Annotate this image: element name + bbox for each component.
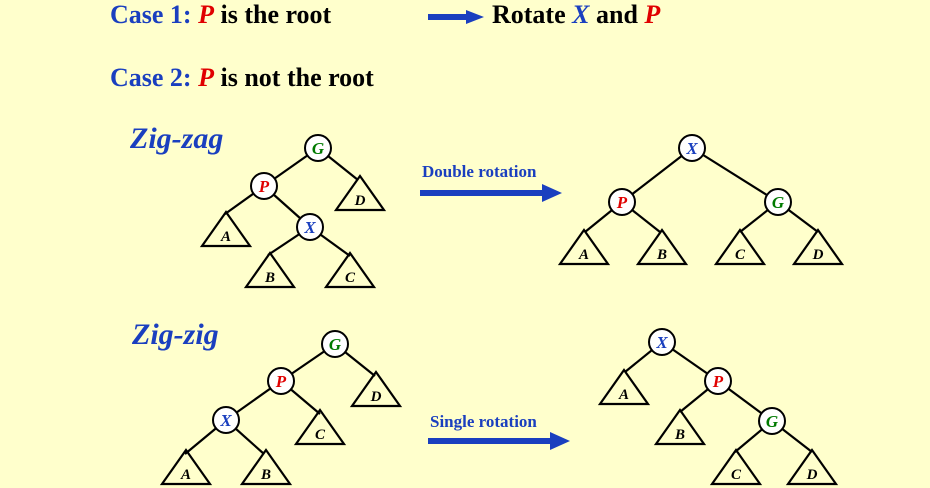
zigzag-before-subtree-b-label: B [264,270,275,286]
zigzag-after-node-g-label: G [772,193,785,212]
case2-node-p: P [198,63,214,92]
zigzig-after-node-p-circle [704,367,732,395]
case2-line: Case 2: P is not the root [110,63,374,93]
zigzag-after-subtree-d-label: D [812,247,824,263]
zigzag-arrow-shaft [420,190,544,196]
zigzig-after-node-x-circle [648,328,676,356]
zigzag-after-node-p-label: P [616,193,628,212]
zigzag-before-subtree-a-label: A [220,229,231,245]
zigzig-after-node-g-circle [758,407,786,435]
zigzag-after-node-x-label: X [685,139,698,158]
zigzig-arrow-shaft [428,438,552,444]
zigzig-arrow-head [550,432,570,450]
zigzig-before-node-g-label: G [329,335,342,354]
zigzag-before-subtree-a-triangle [199,210,253,248]
case1-arrow [428,10,484,24]
zigzag-before-node-g-circle [304,134,332,162]
zigzag-before-subtree-c-triangle [323,251,377,289]
zigzig-before-subtree-a-triangle [159,448,213,486]
zigzag-title: Zig-zag [130,122,224,155]
zigzag-after-subtree-a-label: A [578,247,589,263]
zigzag-after-edge-x-p [621,147,693,203]
case1-action-p: P [644,0,661,29]
zigzig-after-node-g-label: G [766,412,779,431]
zigzag-before-node-p-circle [250,172,278,200]
zigzig-arrow-label: Single rotation [430,412,537,431]
zigzag-after-node-g-circle [764,188,792,216]
zigzig-after-subtree-d-triangle [785,448,839,486]
zigzag-after-subtree-c-triangle [713,228,767,266]
zigzag-before-subtree-c-label: C [345,270,356,286]
zigzag-after-node-p-circle [608,188,636,216]
zigzag-before-subtree-d-label: D [354,193,366,209]
zigzag-after-subtree-b-triangle [635,228,689,266]
case1-action: Rotate X and P [492,0,660,30]
zigzag-arrow-label: Double rotation [422,162,537,181]
case1-action-and: and [595,0,638,29]
zigzig-before-subtree-d-label: D [370,389,382,405]
zigzig-before-node-x-label: X [219,411,232,430]
zigzag-before-node-x-circle [296,213,324,241]
zigzag-after-subtree-c-label: C [735,247,746,263]
zigzig-before-subtree-b-label: B [260,467,271,483]
zigzig-before-node-x-circle [212,406,240,434]
zigzag-before-node-g-label: G [312,139,325,158]
zigzig-before-subtree-d-triangle [349,370,403,408]
zigzig-after-subtree-b-label: B [674,427,685,443]
zigzag-after-edge-x-g [691,147,779,203]
zigzig-after-subtree-d-label: D [806,467,818,483]
zigzag-arrow-head [542,184,562,202]
zigzig-after-subtree-c-label: C [731,467,742,483]
case2-text: is not the root [220,63,374,92]
zigzig-after-subtree-b-triangle [653,408,707,446]
zigzig-title: Zig-zig [132,318,219,351]
case1-node-p: P [198,0,214,29]
zigzag-after-subtree-d-triangle [791,228,845,266]
zigzig-after-node-x-label: X [655,333,668,352]
zigzag-before-subtree-b-triangle [243,251,297,289]
zigzig-before-node-g-circle [321,330,349,358]
zigzig-before-subtree-a-label: A [180,467,191,483]
zigzag-after-node-x-circle [678,134,706,162]
case1-action-x: X [572,0,590,29]
case1-text: is the root [220,0,332,29]
zigzig-before-subtree-b-triangle [239,448,293,486]
case1-line: Case 1: P is the root [110,0,331,30]
zigzig-after-subtree-a-label: A [618,387,629,403]
case2-label: Case 2: [110,63,192,92]
zigzig-before-node-p-circle [267,367,295,395]
zigzig-before-subtree-c-triangle [293,408,347,446]
zigzig-after-subtree-a-triangle [597,368,651,406]
case1-action-word: Rotate [492,0,566,29]
zigzag-before-node-p-label: P [258,177,270,196]
case1-label: Case 1: [110,0,192,29]
zigzig-after-node-p-label: P [712,372,724,391]
zigzig-before-node-p-label: P [275,372,287,391]
zigzag-before-subtree-d-triangle [333,174,387,212]
zigzag-after-subtree-b-label: B [656,247,667,263]
zigzag-before-node-x-label: X [303,218,316,237]
zigzig-before-subtree-c-label: C [315,427,326,443]
zigzig-after-subtree-c-triangle [709,448,763,486]
zigzag-after-subtree-a-triangle [557,228,611,266]
